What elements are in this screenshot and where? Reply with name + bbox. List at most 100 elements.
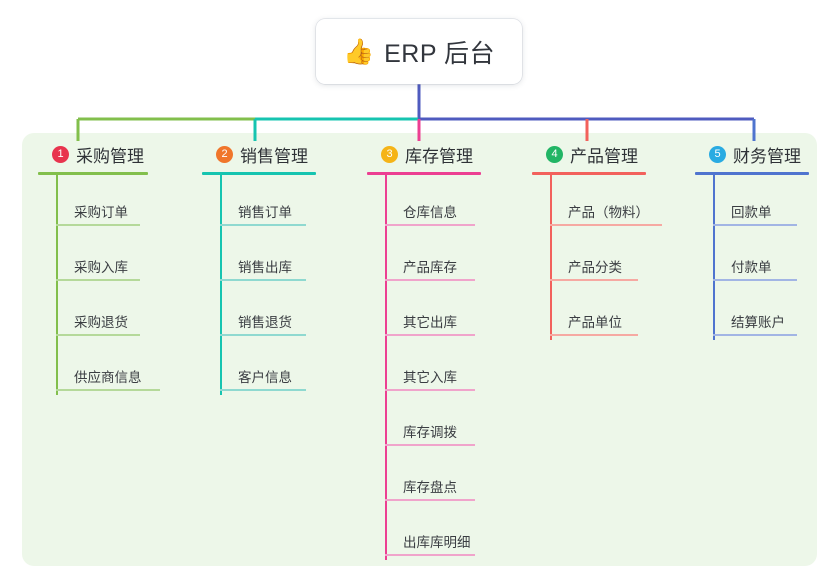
list-item[interactable]: 产品（物料）: [550, 175, 692, 230]
list-item-label: 回款单: [731, 205, 772, 220]
list-item-rule: [385, 554, 475, 556]
diagram-panel: [22, 133, 817, 566]
list-item-rule: [56, 389, 160, 391]
list-item[interactable]: 销售出库: [220, 230, 354, 285]
list-item-rule: [220, 334, 306, 336]
list-item[interactable]: 出库库明细: [385, 505, 527, 560]
column-5: 5 财务管理回款单付款单结算账户: [695, 141, 839, 340]
column-badge-1: 1: [52, 145, 69, 163]
column-spine-1: [56, 175, 58, 395]
column-header-rule-2: [202, 172, 316, 175]
list-item-rule: [385, 279, 475, 281]
column-title-5: 财务管理: [733, 146, 801, 166]
column-badge-3: 3: [381, 145, 398, 163]
thumbs-up-icon: 👍: [342, 38, 375, 66]
list-item-label: 其它出库: [403, 315, 457, 330]
list-item[interactable]: 库存调拨: [385, 395, 527, 450]
column-header-rule-5: [695, 172, 809, 175]
list-item-label: 销售退货: [238, 315, 292, 330]
column-title-3: 库存管理: [405, 146, 473, 166]
column-badge-5: 5: [709, 145, 726, 163]
list-item-label: 库存盘点: [403, 480, 457, 495]
list-item[interactable]: 库存盘点: [385, 450, 527, 505]
list-item-label: 产品库存: [403, 260, 457, 275]
list-item-rule: [220, 224, 306, 226]
list-item-label: 产品分类: [568, 260, 622, 275]
column-items-2: 销售订单销售出库销售退货客户信息: [202, 175, 354, 395]
list-item[interactable]: 采购退货: [56, 285, 190, 340]
list-item-rule: [385, 389, 475, 391]
list-item-rule: [550, 224, 662, 226]
list-item-label: 库存调拨: [403, 425, 457, 440]
column-header-rule-4: [532, 172, 646, 175]
list-item-rule: [56, 224, 140, 226]
list-item-label: 付款单: [731, 260, 772, 275]
root-node[interactable]: 👍 ERP 后台: [316, 19, 522, 84]
list-item-label: 产品单位: [568, 315, 622, 330]
list-item[interactable]: 仓库信息: [385, 175, 527, 230]
list-item[interactable]: 采购订单: [56, 175, 190, 230]
column-2: 2 销售管理销售订单销售出库销售退货客户信息: [202, 141, 354, 395]
column-badge-2: 2: [216, 145, 233, 163]
list-item-label: 客户信息: [238, 370, 292, 385]
list-item-label: 仓库信息: [403, 205, 457, 220]
list-item-label: 销售出库: [238, 260, 292, 275]
list-item[interactable]: 销售订单: [220, 175, 354, 230]
column-header-3[interactable]: 3 库存管理: [367, 141, 527, 167]
list-item[interactable]: 其它入库: [385, 340, 527, 395]
column-spine-4: [550, 175, 552, 340]
column-header-5[interactable]: 5 财务管理: [695, 141, 839, 167]
list-item-rule: [550, 279, 638, 281]
column-4: 4 产品管理产品（物料） 产品分类产品单位: [532, 141, 692, 340]
list-item-rule: [220, 389, 306, 391]
list-item-rule: [385, 444, 475, 446]
list-item[interactable]: 结算账户: [713, 285, 839, 340]
list-item-label: 出库库明细: [403, 535, 471, 550]
column-title-2: 销售管理: [240, 146, 308, 166]
column-spine-5: [713, 175, 715, 340]
list-item-rule: [56, 334, 140, 336]
list-item-label: 其它入库: [403, 370, 457, 385]
list-item-rule: [713, 279, 797, 281]
column-header-2[interactable]: 2 销售管理: [202, 141, 354, 167]
list-item[interactable]: 产品分类: [550, 230, 692, 285]
list-item-rule: [220, 279, 306, 281]
column-header-1[interactable]: 1 采购管理: [38, 141, 190, 167]
list-item[interactable]: 产品库存: [385, 230, 527, 285]
list-item-label: 供应商信息: [74, 370, 142, 385]
column-badge-4: 4: [546, 145, 563, 163]
list-item-label: 采购退货: [74, 315, 128, 330]
column-header-rule-1: [38, 172, 148, 175]
column-title-4: 产品管理: [570, 146, 638, 166]
list-item-rule: [713, 334, 797, 336]
list-item[interactable]: 其它出库: [385, 285, 527, 340]
list-item[interactable]: 产品单位: [550, 285, 692, 340]
list-item[interactable]: 回款单: [713, 175, 839, 230]
list-item[interactable]: 供应商信息: [56, 340, 190, 395]
list-item-rule: [385, 224, 475, 226]
column-items-4: 产品（物料） 产品分类产品单位: [532, 175, 692, 340]
column-spine-2: [220, 175, 222, 395]
list-item-label: 结算账户: [731, 315, 785, 330]
list-item[interactable]: 销售退货: [220, 285, 354, 340]
list-item[interactable]: 付款单: [713, 230, 839, 285]
list-item-label: 采购订单: [74, 205, 128, 220]
list-item-rule: [550, 334, 638, 336]
column-header-4[interactable]: 4 产品管理: [532, 141, 692, 167]
column-items-5: 回款单付款单结算账户: [695, 175, 839, 340]
list-item[interactable]: 采购入库: [56, 230, 190, 285]
list-item-label: 产品（物料）: [568, 205, 649, 220]
column-items-3: 仓库信息产品库存其它出库其它入库库存调拨库存盘点出库库明细: [367, 175, 527, 560]
list-item[interactable]: 客户信息: [220, 340, 354, 395]
column-header-rule-3: [367, 172, 481, 175]
list-item-rule: [385, 499, 475, 501]
list-item-rule: [385, 334, 475, 336]
column-3: 3 库存管理仓库信息产品库存其它出库其它入库库存调拨库存盘点出库库明细: [367, 141, 527, 560]
column-title-1: 采购管理: [76, 146, 144, 166]
root-title: ERP 后台: [384, 39, 496, 68]
list-item-rule: [56, 279, 140, 281]
list-item-rule: [713, 224, 797, 226]
column-items-1: 采购订单采购入库采购退货供应商信息: [38, 175, 190, 395]
column-spine-3: [385, 175, 387, 560]
